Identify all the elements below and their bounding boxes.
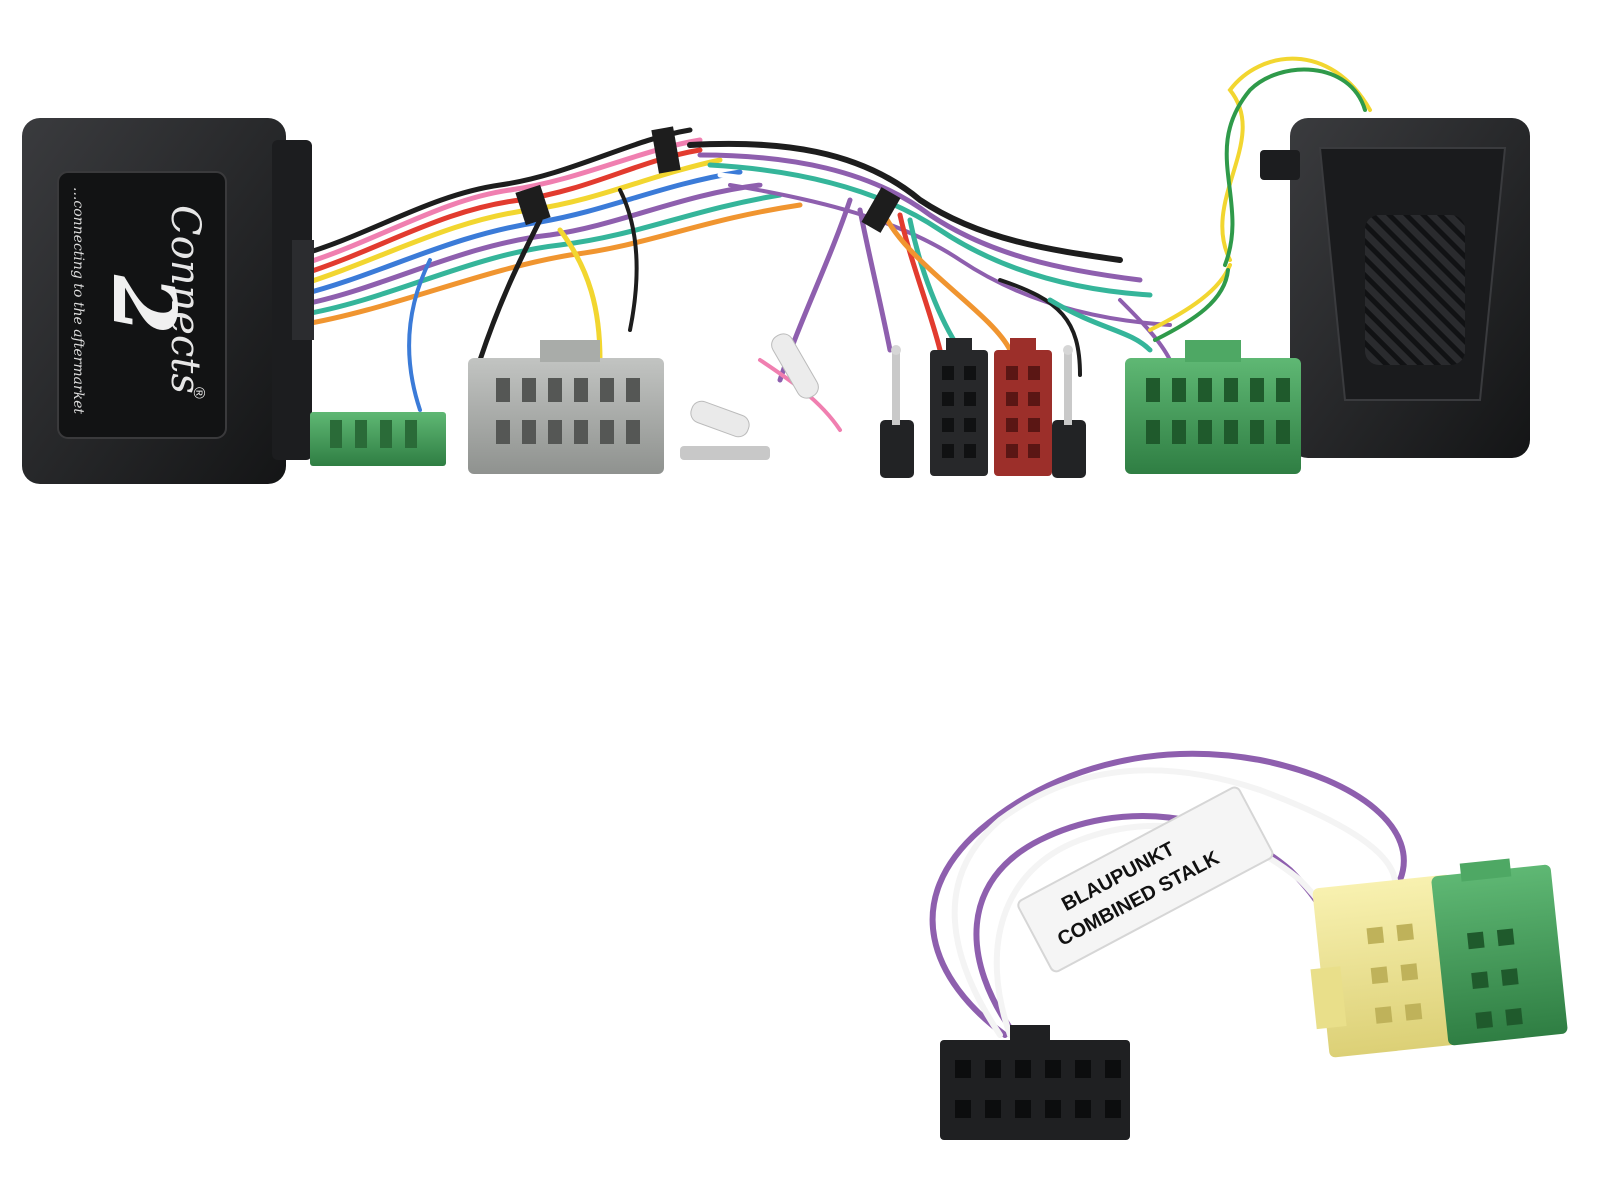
red-iso-connector bbox=[994, 338, 1052, 476]
black-iso-connector bbox=[930, 338, 988, 476]
wire-harness bbox=[297, 56, 1372, 442]
logo-icon: Connects 2 ® ...connecting to the afterm… bbox=[70, 187, 208, 414]
audio-jack-left bbox=[880, 345, 914, 478]
speaker-grille-icon bbox=[1365, 215, 1465, 365]
speaker-module-box bbox=[1255, 118, 1530, 458]
audio-jack-right bbox=[1052, 345, 1086, 478]
logo-tagline: ...connecting to the aftermarket bbox=[70, 187, 86, 414]
interface-module-box: Connects 2 ® ...connecting to the afterm… bbox=[22, 118, 314, 484]
grey-multipin-connector bbox=[468, 340, 664, 474]
green-mini-iso-connector bbox=[1431, 858, 1568, 1046]
green-4pin-connector bbox=[310, 412, 446, 466]
black-12pin-connector bbox=[940, 1025, 1130, 1140]
logo-brand: Connects bbox=[162, 205, 208, 394]
logo-registered: ® bbox=[190, 387, 207, 399]
yellow-mini-iso-connector bbox=[1310, 874, 1469, 1058]
green-multipin-connector bbox=[1125, 340, 1301, 474]
twisted-cable bbox=[929, 750, 1407, 1038]
logo-numeral: 2 bbox=[93, 274, 194, 335]
spade-terminals bbox=[680, 333, 819, 460]
